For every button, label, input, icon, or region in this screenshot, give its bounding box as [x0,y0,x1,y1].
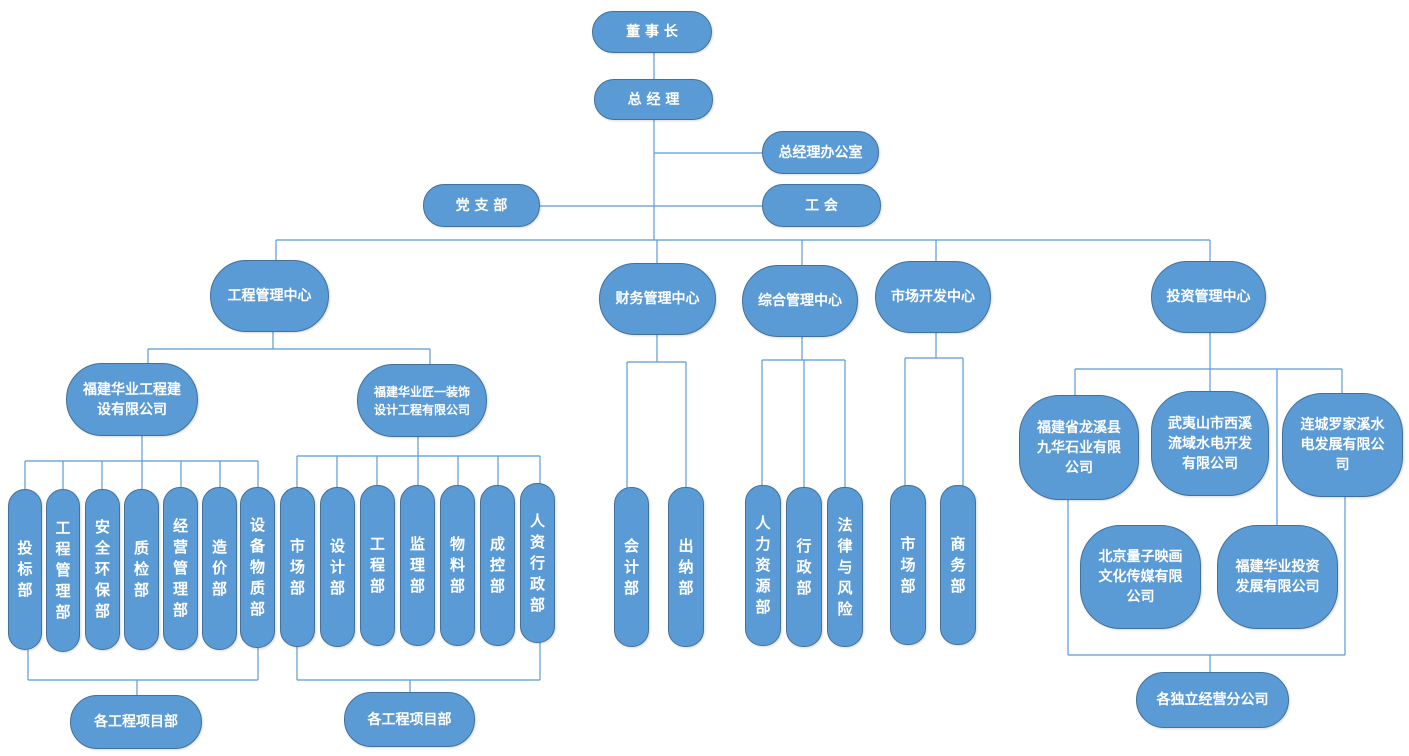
project-depts-2-node[interactable]: 各工程项目部 [344,692,475,747]
co1-dept-costing[interactable]: 造 价 部 [202,487,237,650]
general-center-node[interactable]: 综合管理中心 [742,265,858,337]
general-manager-node[interactable]: 总 经 理 [594,79,713,120]
co1-dept-equipment[interactable]: 设 备 物 质 部 [240,487,275,648]
engineering-company-1-node[interactable]: 福建华业工程建 设有限公司 [66,363,198,436]
investment-center-node[interactable]: 投资管理中心 [1151,261,1266,333]
finance-dept-cashier[interactable]: 出 纳 部 [668,487,704,647]
general-dept-legal[interactable]: 法 律 与 风 险 [827,487,863,647]
investment-co-huaye-investment[interactable]: 福建华业投资 发展有限公司 [1217,525,1338,629]
independent-branches-node[interactable]: 各独立经营分公司 [1136,672,1289,728]
investment-co-luojiaxi-hydropower[interactable]: 连城罗家溪水 电发展有限公 司 [1282,393,1403,497]
finance-dept-accounting[interactable]: 会 计 部 [614,487,649,647]
co1-dept-bidding[interactable]: 投 标 部 [8,489,42,650]
party-branch-node[interactable]: 党 支 部 [423,184,540,227]
co1-dept-operations[interactable]: 经 营 管 理 部 [163,487,198,650]
co2-dept-hr-admin[interactable]: 人 资 行 政 部 [520,483,555,643]
chairman-node[interactable]: 董 事 长 [592,11,712,53]
co1-dept-safety[interactable]: 安 全 环 保 部 [85,489,120,650]
gm-office-node[interactable]: 总经理办公室 [762,131,879,174]
co2-dept-supervision[interactable]: 监 理 部 [400,485,435,646]
co2-dept-cost-control[interactable]: 成 控 部 [480,485,515,646]
investment-co-jiuhua-stone[interactable]: 福建省龙溪县 九华石业有限 公司 [1019,395,1139,500]
co2-dept-materials[interactable]: 物 料 部 [440,485,475,646]
general-dept-hr[interactable]: 人 力 资 源 部 [745,485,781,646]
union-node[interactable]: 工 会 [762,184,881,227]
co2-dept-design[interactable]: 设 计 部 [320,487,355,647]
market-center-node[interactable]: 市场开发中心 [875,261,991,333]
co2-dept-engineering[interactable]: 工 程 部 [360,485,395,646]
market-dept-market[interactable]: 市 场 部 [890,485,926,645]
co2-dept-market[interactable]: 市 场 部 [280,487,315,647]
investment-co-quantum-media[interactable]: 北京量子映画 文化传媒有限 公司 [1080,525,1201,629]
general-dept-admin[interactable]: 行 政 部 [786,487,822,647]
engineering-company-2-node[interactable]: 福建华业匠一装饰 设计工程有限公司 [357,364,487,437]
engineering-center-node[interactable]: 工程管理中心 [210,260,329,332]
finance-center-node[interactable]: 财务管理中心 [599,263,716,335]
co1-dept-quality[interactable]: 质 检 部 [124,489,159,650]
market-dept-business[interactable]: 商 务 部 [940,485,976,645]
investment-co-xixi-hydropower[interactable]: 武夷山市西溪 流域水电开发 有限公司 [1151,391,1269,496]
project-depts-1-node[interactable]: 各工程项目部 [70,695,202,749]
co1-dept-engineering[interactable]: 工 程 管 理 部 [46,489,80,652]
